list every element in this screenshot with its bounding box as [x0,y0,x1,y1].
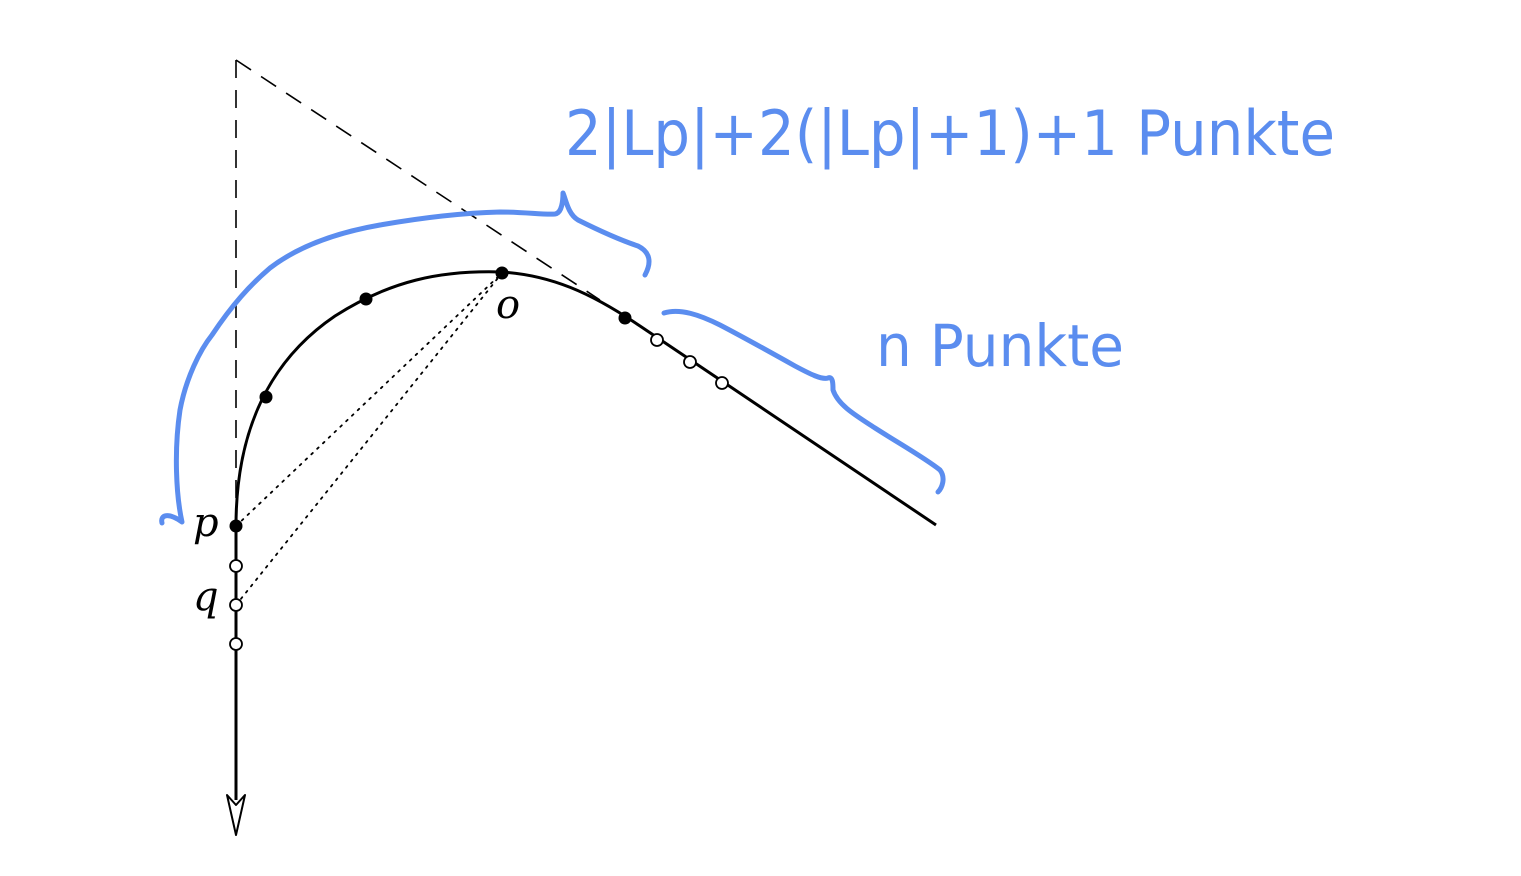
label-q: q [193,574,219,620]
annotation-lower: n Punkte [876,312,1124,380]
label-p: p [193,500,219,546]
point-hollow [229,598,243,612]
dotted-line-p-o [235,272,503,527]
point-hollow [683,355,697,369]
arrowhead [226,794,246,836]
point-hollow [229,559,243,573]
dashed-diagonal-line [235,59,601,301]
upper-brace [159,190,652,526]
annotation-upper: 2|Lp|+2(|Lp|+1)+1 Punkte [565,97,1335,171]
dotted-line-q-o [235,272,503,606]
point-filled [259,390,273,404]
point-filled [495,266,509,280]
label-o: o [496,282,520,328]
point-hollow [715,376,729,390]
point-hollow [229,637,243,651]
main-curve [234,270,937,800]
point-filled [229,519,243,533]
point-filled [618,311,632,325]
lower-brace [661,308,946,495]
point-hollow [650,333,664,347]
point-filled [359,292,373,306]
